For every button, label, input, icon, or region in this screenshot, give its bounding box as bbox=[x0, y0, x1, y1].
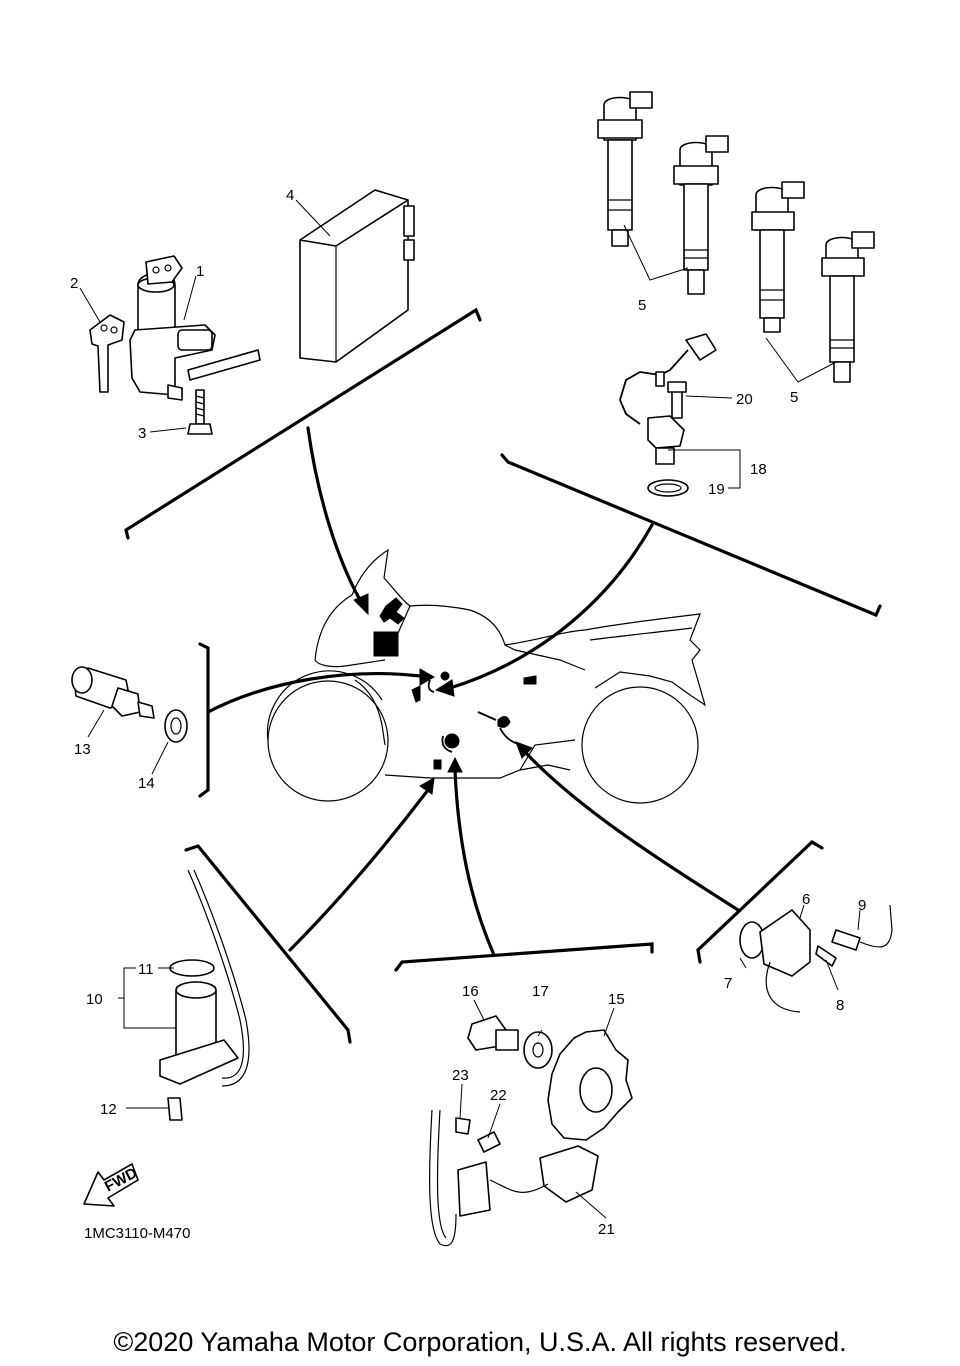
fwd-arrow-icon: FWD bbox=[83, 1163, 140, 1207]
callout-12: 12 bbox=[100, 1101, 117, 1118]
solenoid-unit bbox=[159, 869, 250, 1121]
callout-23: 23 bbox=[452, 1067, 469, 1084]
group-brackets bbox=[124, 307, 882, 1044]
callout-10: 10 bbox=[86, 991, 103, 1008]
main-switch-assembly bbox=[129, 255, 261, 401]
callout-7: 7 bbox=[724, 975, 732, 992]
callout-19: 19 bbox=[708, 481, 725, 498]
motorcycle-outline bbox=[266, 548, 707, 804]
pointer-arrows bbox=[206, 426, 740, 957]
callout-21: 21 bbox=[598, 1221, 615, 1238]
callout-3: 3 bbox=[138, 425, 146, 442]
callout-5a: 5 bbox=[638, 297, 646, 314]
callout-18: 18 bbox=[750, 461, 767, 478]
callout-16: 16 bbox=[462, 983, 479, 1000]
leader-lines bbox=[79, 199, 861, 1219]
callout-9: 9 bbox=[858, 897, 866, 914]
key bbox=[89, 314, 125, 393]
callout-2: 2 bbox=[70, 275, 78, 292]
callout-5b: 5 bbox=[790, 389, 798, 406]
callout-14: 14 bbox=[138, 775, 155, 792]
callout-4: 4 bbox=[286, 187, 294, 204]
switch-bolt bbox=[187, 389, 213, 435]
callout-11: 11 bbox=[138, 961, 154, 978]
temperature-sensor bbox=[71, 666, 188, 743]
callout-13: 13 bbox=[74, 741, 91, 758]
callout-22: 22 bbox=[490, 1087, 507, 1104]
callout-17: 17 bbox=[532, 983, 549, 1000]
callout-20: 20 bbox=[736, 391, 753, 408]
sprocket-and-sensor bbox=[429, 1015, 633, 1247]
callout-labels: 1 2 3 4 5 5 6 7 8 9 10 11 12 13 14 15 16… bbox=[70, 187, 866, 1238]
callout-6: 6 bbox=[802, 891, 810, 908]
ecu-unit bbox=[299, 189, 415, 363]
copyright-notice: ©2020 Yamaha Motor Corporation, U.S.A. A… bbox=[113, 1327, 846, 1357]
speed-sensor-assembly bbox=[619, 333, 717, 497]
gear-position-sensor bbox=[739, 904, 893, 1013]
callout-8: 8 bbox=[836, 997, 844, 1014]
callout-1: 1 bbox=[196, 263, 204, 280]
callout-15: 15 bbox=[608, 991, 625, 1008]
ignition-coils bbox=[597, 91, 875, 383]
diagram-code: 1MC3110-M470 bbox=[84, 1225, 190, 1242]
